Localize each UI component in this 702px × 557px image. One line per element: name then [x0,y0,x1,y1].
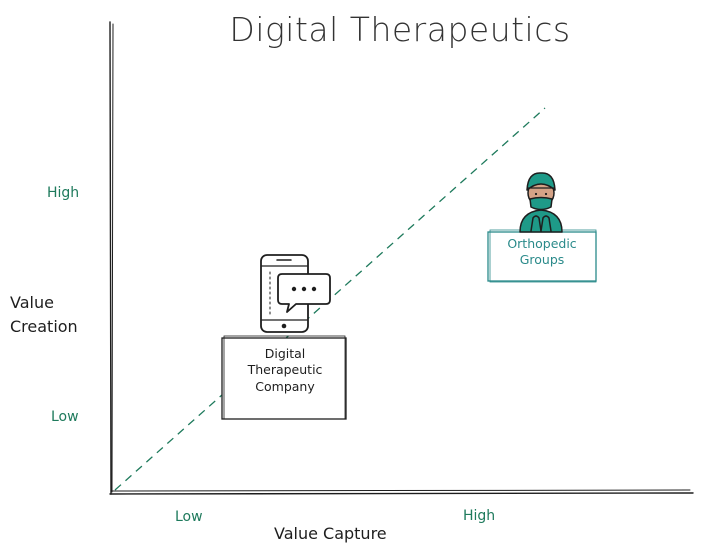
smartphone-chat-icon [260,254,331,333]
diagram-title: Digital Therapeutics [229,10,571,49]
y-tick-low: Low [51,409,79,425]
y-tick-high: High [47,185,80,201]
x-tick-low: Low [175,509,203,525]
x-axis-line [109,489,694,495]
x-axis-label: Value Capture [274,524,387,543]
y-axis-label: Value Creation [10,293,78,336]
orthopedic-box [487,229,597,283]
y-axis-line [109,21,114,495]
digital-therapeutic-box [221,335,347,420]
surgeon-icon [519,172,563,233]
x-tick-high: High [463,508,496,524]
